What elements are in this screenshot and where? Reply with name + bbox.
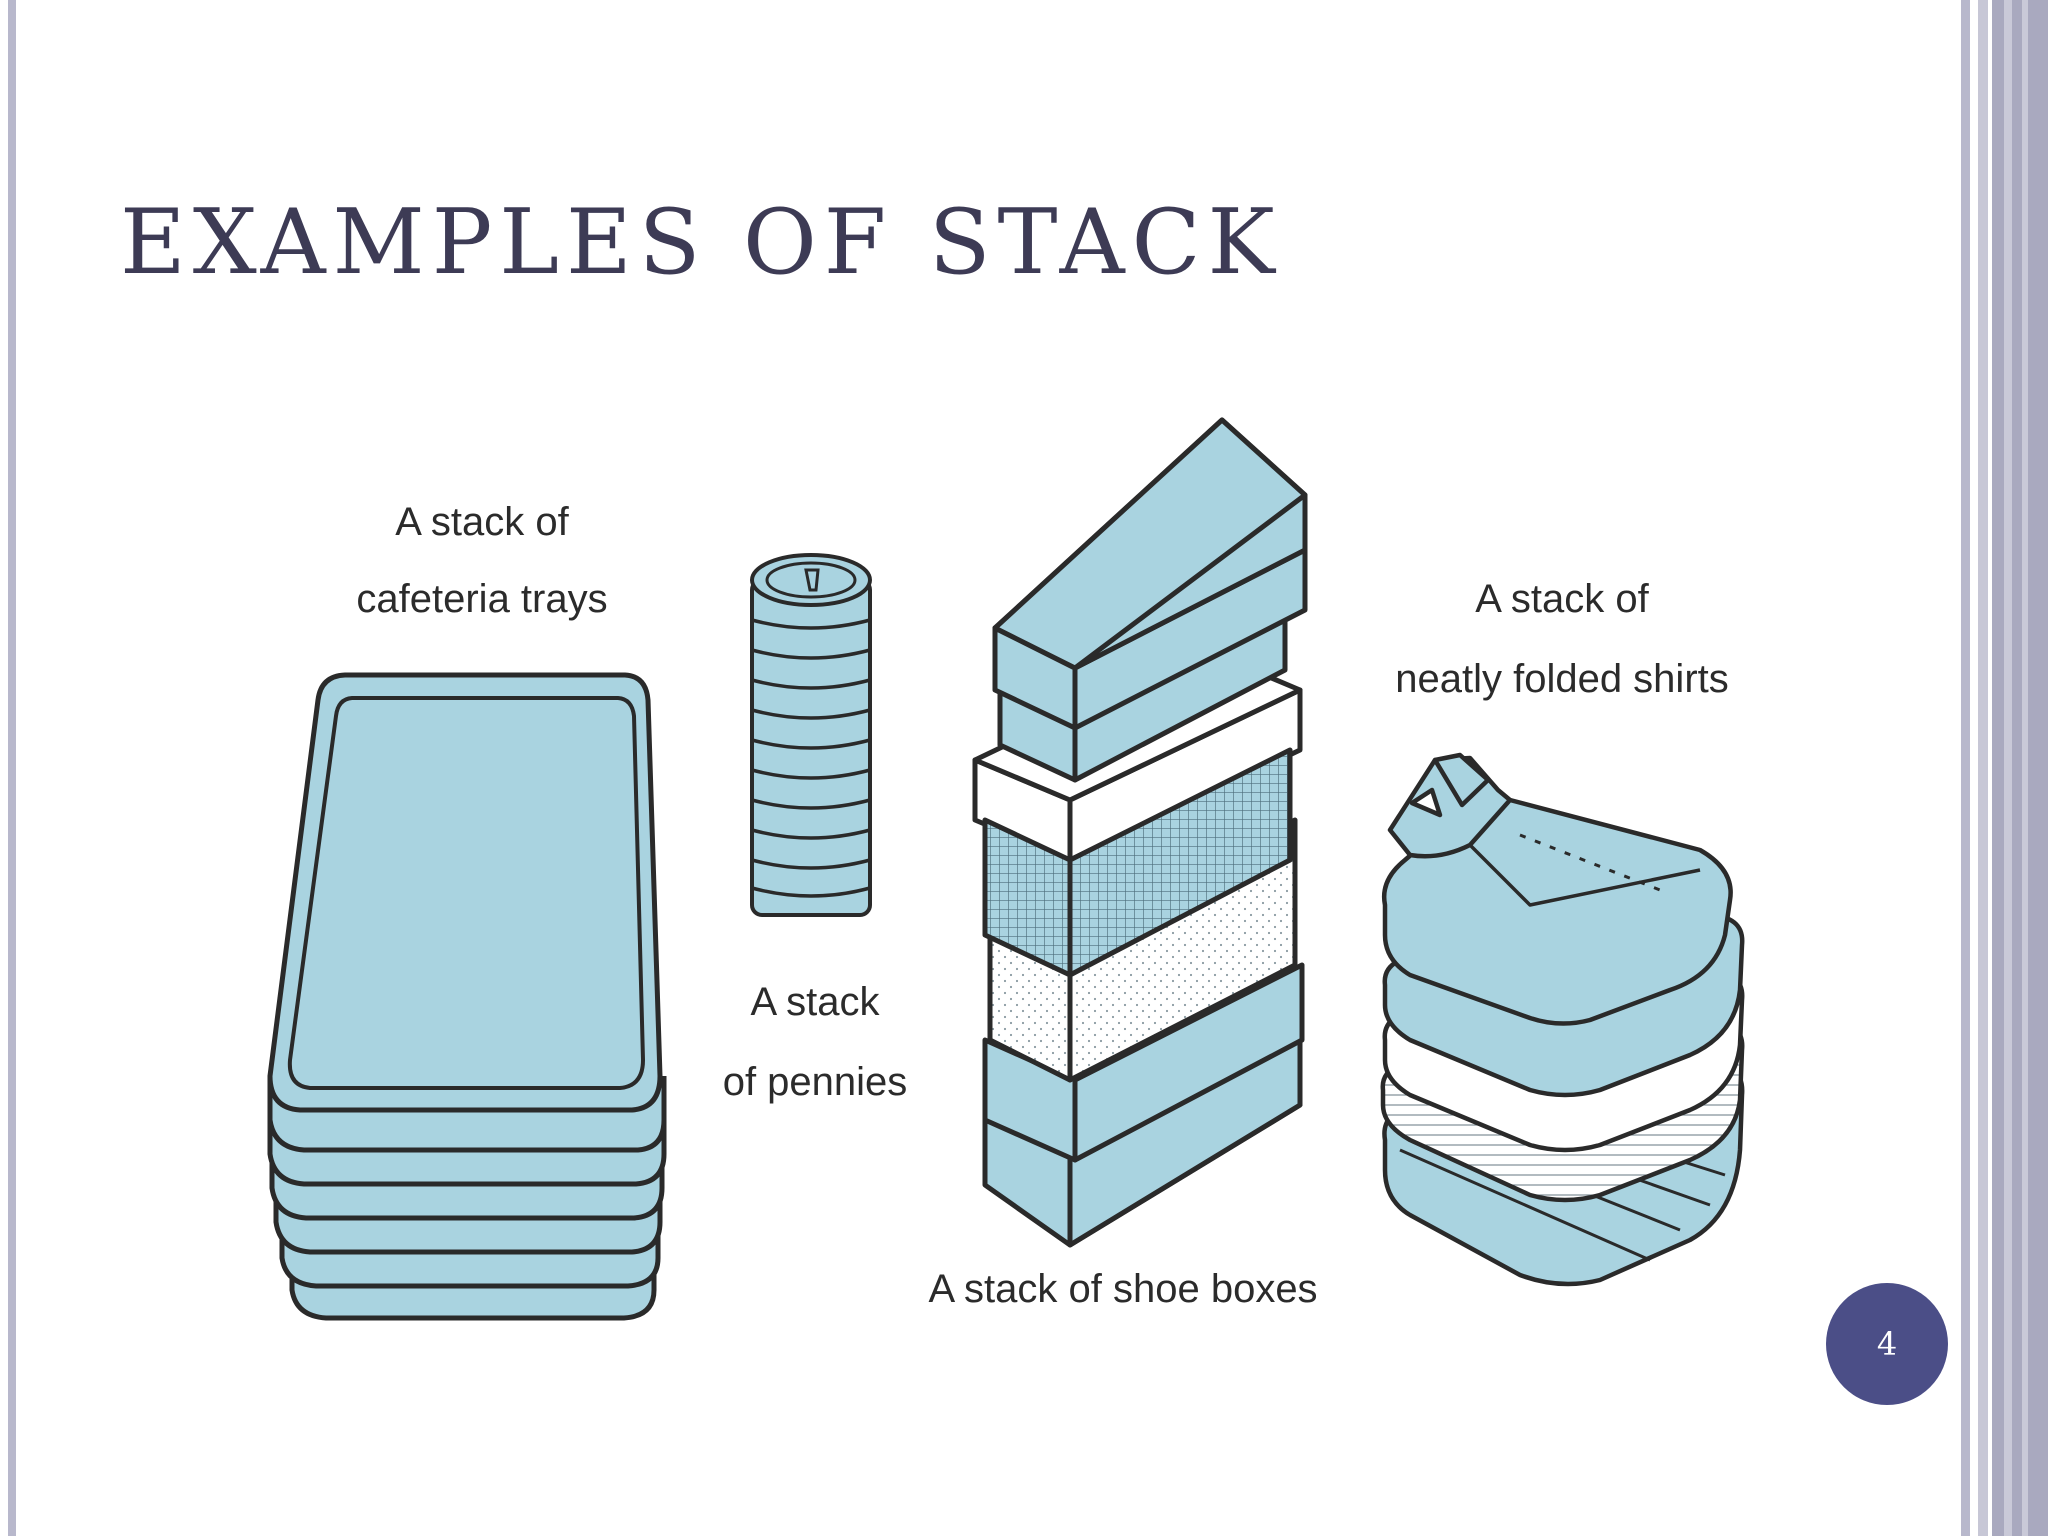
- slide-title: EXAMPLES OF STACK: [120, 190, 1282, 295]
- pennies-label-line2: of pennies: [723, 1060, 908, 1104]
- shirts-label-line2: neatly folded shirts: [1395, 657, 1729, 701]
- pennies-drawing: [750, 553, 872, 917]
- trays-label-line1: A stack of: [395, 500, 569, 544]
- right-border: [1958, 0, 2048, 1536]
- trays-label-line2: cafeteria trays: [356, 577, 607, 621]
- figure-labels: A stack of cafeteria trays A stack of pe…: [356, 500, 1728, 1311]
- folded-shirts-drawing: [1380, 752, 1745, 1287]
- page-number-badge: 4: [1826, 1283, 1948, 1405]
- pennies-label-line1: A stack: [751, 980, 881, 1024]
- cafeteria-trays-drawing: [267, 672, 667, 1321]
- shirts-label-line1: A stack of: [1475, 577, 1649, 621]
- boxes-label: A stack of shoe boxes: [928, 1267, 1317, 1311]
- shoe-boxes-drawing: [972, 417, 1308, 1248]
- left-border: [0, 0, 26, 1536]
